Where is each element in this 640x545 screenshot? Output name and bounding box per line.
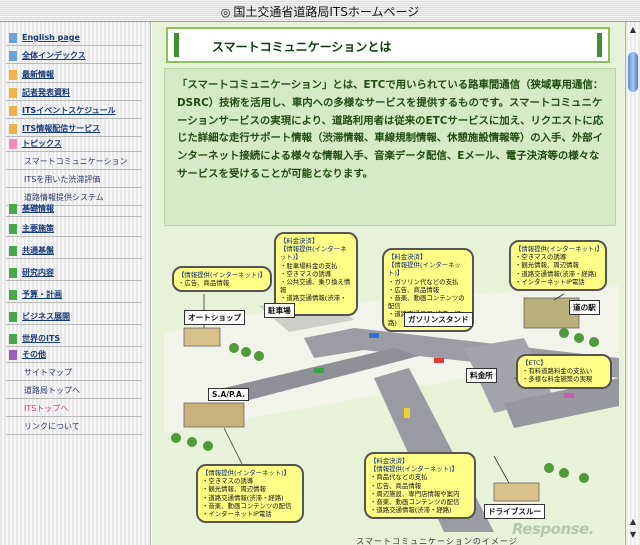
scroll-thumb[interactable] — [628, 52, 638, 92]
sidebar-group-policy: 主要施策 共通基盤 研究内容 予算・計画 ビジネス展開 世界のITS — [6, 222, 142, 354]
page-title: スマートコミュニケーションとは — [212, 40, 392, 54]
callout-sapa: 【情報提供(インターネット)】 ・空きマスの誘導 ・観光情報、周辺情報 ・道路交… — [196, 464, 304, 524]
sidebar-bullet-icon — [9, 88, 17, 98]
sidebar-item-distribution[interactable]: ITS情報配信サービス — [6, 122, 142, 137]
sidebar-sub-sitemap[interactable]: サイトマップ — [6, 366, 142, 381]
sidebar-sub-links[interactable]: リンクについて — [6, 420, 142, 435]
callout-drive-thru: 【料金決済】 【情報提供(インターネット)】 ・商品代などの支払 ・広告、商品情… — [364, 452, 476, 520]
sapa-building — [183, 402, 245, 428]
service-diagram: 【情報提供(インターネット)】 ・広告、商品情報 【料金決済】 【情報提供(イン… — [164, 228, 619, 532]
sidebar-bullet-icon — [9, 290, 17, 300]
sidebar-group-news: 最新情報 記者発表資料 ITSイベントスケジュール ITS情報配信サービス — [6, 68, 142, 140]
sidebar-item-index[interactable]: 全体インデックス — [6, 49, 142, 64]
heading-bar-left — [174, 33, 179, 57]
globe-icon: ◎ — [220, 6, 231, 19]
label-sapa: S.A/P.A. — [208, 388, 249, 401]
sidebar-bullet-icon — [9, 70, 17, 80]
sidebar-item-english[interactable]: English page — [6, 31, 142, 46]
main-content: スマートコミュニケーションとは 「スマートコミュニケーション」とは、ETCで用い… — [152, 22, 625, 545]
sidebar-sub-its-top[interactable]: ITSトップへ — [6, 402, 142, 417]
sidebar-bullet-icon — [9, 51, 17, 61]
sidebar-group-basics: 基礎情報 — [6, 202, 142, 220]
callout-auto-shop: 【情報提供(インターネット)】 ・広告、商品情報 — [172, 266, 272, 293]
sidebar-bullet-icon — [9, 124, 17, 134]
callout-parking: 【料金決済】 【情報提供(インターネット)】 ・駐車場料金の支払 ・空きマスの誘… — [274, 232, 358, 316]
description-text: 「スマートコミュニケーション」とは、ETCで用いられている路車間通信（狭域専用通… — [177, 79, 604, 180]
sidebar-bullet-icon — [9, 334, 17, 344]
window-title-text: 国土交通省道路局ITSホームページ — [233, 5, 420, 19]
sidebar-item-events[interactable]: ITSイベントスケジュール — [6, 104, 142, 119]
sidebar-bullet-icon — [9, 268, 17, 278]
sidebar-sub-congestion[interactable]: ITSを用いた渋滞評価 — [6, 173, 142, 188]
sidebar-item-business[interactable]: ビジネス展開 — [6, 310, 142, 325]
sidebar-item-policy[interactable]: 主要施策 — [6, 222, 142, 237]
sidebar-bullet-icon — [9, 246, 17, 256]
heading-bar-right — [597, 33, 602, 57]
sidebar-bullet-icon — [9, 224, 17, 234]
label-drive-thru: ドライブスルー — [484, 504, 546, 519]
sidebar-bullet-icon — [9, 350, 17, 360]
sidebar-sub-smart-communication[interactable]: スマートコミュニケーション — [6, 155, 142, 170]
response-logo: Response. — [512, 520, 594, 538]
diagram-caption: スマートコミュニケーションのイメージ — [356, 537, 518, 545]
sidebar-bullet-icon — [9, 204, 17, 214]
sidebar-item-budget[interactable]: 予算・計画 — [6, 288, 142, 303]
sidebar-bullet-icon — [9, 312, 17, 322]
label-toll-gate: 料金所 — [466, 368, 497, 383]
label-michinoeki: 道の駅 — [569, 300, 600, 315]
callout-toll: 【ETC】 ・有料道路料金の支払い ・多様な料金施策の実現 — [516, 354, 612, 389]
sidebar-item-press[interactable]: 記者発表資料 — [6, 86, 142, 101]
sidebar-item-basics[interactable]: 基礎情報 — [6, 202, 142, 217]
label-parking: 駐車場 — [264, 303, 295, 318]
sidebar-item-latest[interactable]: 最新情報 — [6, 68, 142, 83]
scroll-down-arrow-icon[interactable]: ▼ — [629, 530, 637, 539]
window-titlebar: ◎国土交通省道路局ITSホームページ — [0, 0, 640, 22]
drive-thru-building — [493, 482, 540, 502]
sidebar-nav: English page 全体インデックス 最新情報 記者発表資料 ITSイベン… — [0, 22, 151, 545]
page-heading-box: スマートコミュニケーションとは — [166, 27, 610, 63]
window-title: ◎国土交通省道路局ITSホームページ — [0, 3, 640, 20]
sidebar-sub-road-bureau-top[interactable]: 道路局トップへ — [6, 384, 142, 399]
road-right — [504, 378, 619, 428]
sidebar-item-other[interactable]: その他 — [6, 348, 142, 363]
sidebar-group-topics: トピックス スマートコミュニケーション ITSを用いた渋滞評価 道路情報提供シス… — [6, 137, 142, 209]
sidebar-group-other: その他 サイトマップ 道路局トップへ ITSトップへ リンクについて — [6, 348, 142, 438]
sidebar-item-world[interactable]: 世界のITS — [6, 332, 142, 347]
label-auto-shop: オートショップ — [184, 310, 246, 325]
callout-michinoeki: 【情報提供(インターネット)】 ・空きマスの誘導 ・観光情報、周辺情報 ・道路交… — [509, 240, 607, 292]
label-gas-station: ガソリンスタンド — [404, 312, 473, 327]
sidebar-bullet-icon — [9, 33, 17, 43]
auto-shop-building — [183, 327, 221, 347]
sidebar-bullet-icon — [9, 139, 17, 149]
sidebar-item-platform[interactable]: 共通基盤 — [6, 244, 142, 259]
sidebar-item-research[interactable]: 研究内容 — [6, 266, 142, 281]
sidebar-item-topics[interactable]: トピックス — [6, 137, 142, 152]
sidebar-sub-road-info[interactable]: 道路情報提供システム — [6, 191, 142, 206]
scroll-up-arrow-icon[interactable]: ▲ — [629, 25, 637, 34]
trees — [171, 328, 599, 483]
description-panel: 「スマートコミュニケーション」とは、ETCで用いられている路車間通信（狭域専用通… — [164, 68, 616, 226]
road-diagonal — [224, 348, 419, 400]
sidebar-bullet-icon — [9, 106, 17, 116]
scroll-up-arrow-icon-lower[interactable]: ▲ — [629, 517, 637, 526]
sidebar-group-index: English page 全体インデックス — [6, 31, 142, 67]
vertical-scrollbar[interactable]: ▲ ▲ ▼ — [625, 22, 640, 545]
